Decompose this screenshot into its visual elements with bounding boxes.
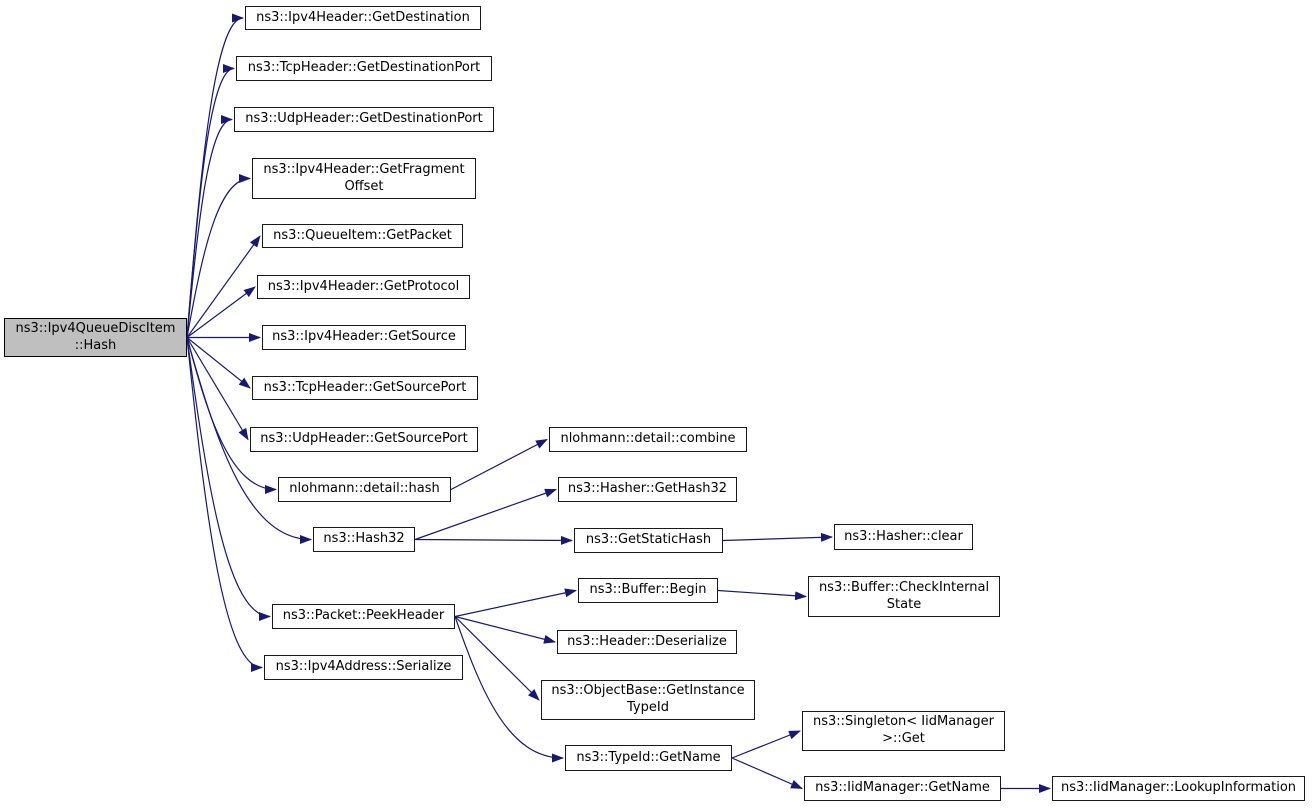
graph-node-label: ns3::UdpHeader::GetSourcePort	[260, 431, 468, 447]
edge-ipv4queuediscitem-hash-to-ipv4header-getdestination	[186, 13, 244, 338]
graph-node-queueitem-getpacket[interactable]: ns3::QueueItem::GetPacket	[262, 224, 463, 248]
edge-ipv4queuediscitem-hash-to-tcpheader-getsourceport	[186, 337, 251, 389]
graph-node-label: ns3::Hasher::clear	[844, 528, 963, 544]
edge-ipv4queuediscitem-hash-to-tcpheader-getdestinationport	[186, 64, 235, 338]
graph-node-label: ns3::Ipv4Header::GetSource	[272, 329, 456, 345]
graph-node-ipv4header-getsource[interactable]: ns3::Ipv4Header::GetSource	[262, 325, 466, 350]
graph-node-label: ns3::Ipv4Address::Serialize	[275, 659, 452, 675]
edge-typeid-getname-to-singleton-iidmanager-get	[731, 730, 801, 759]
graph-node-iidmanager-getname[interactable]: ns3::IidManager::GetName	[804, 776, 1001, 801]
edge-ipv4queuediscitem-hash-to-ipv4address-serialize	[186, 337, 263, 672]
graph-node-label: ns3::IidManager::LookupInformation	[1060, 780, 1297, 796]
graph-node-hasher-clear[interactable]: ns3::Hasher::clear	[834, 524, 973, 550]
graph-node-ipv4header-getdestination[interactable]: ns3::Ipv4Header::GetDestination	[245, 6, 481, 30]
graph-node-ipv4header-getprotocol[interactable]: ns3::Ipv4Header::GetProtocol	[257, 275, 470, 299]
graph-node-label: ns3::TcpHeader::GetSourcePort	[263, 379, 467, 395]
edge-packet-peekheader-to-buffer-begin	[454, 588, 577, 618]
graph-node-singleton-iidmanager-get[interactable]: ns3::Singleton< IidManager >::Get	[802, 711, 1005, 751]
graph-node-ipv4header-getfragmentoffset[interactable]: ns3::Ipv4Header::GetFragment Offset	[252, 158, 476, 199]
graph-node-label: ns3::QueueItem::GetPacket	[273, 227, 452, 243]
edge-packet-peekheader-to-typeid-getname	[454, 616, 564, 763]
graph-node-tcpheader-getdestinationport[interactable]: ns3::TcpHeader::GetDestinationPort	[236, 56, 492, 81]
edge-ipv4queuediscitem-hash-to-queueitem-getpacket	[186, 235, 261, 338]
edge-nlohmann-detail-hash-to-nlohmann-detail-combine	[450, 438, 548, 491]
edge-buffer-begin-to-buffer-checkinternalstate	[717, 589, 807, 601]
edge-ipv4queuediscitem-hash-to-udpheader-getsourceport	[186, 337, 249, 441]
graph-node-tcpheader-getsourceport[interactable]: ns3::TcpHeader::GetSourcePort	[252, 376, 478, 400]
graph-node-iidmanager-lookupinformation[interactable]: ns3::IidManager::LookupInformation	[1052, 776, 1305, 801]
edge-ipv4queuediscitem-hash-to-packet-peekheader	[186, 337, 271, 621]
graph-node-nlohmann-detail-hash[interactable]: nlohmann::detail::hash	[278, 477, 451, 502]
graph-node-nlohmann-detail-combine[interactable]: nlohmann::detail::combine	[549, 427, 747, 452]
graph-node-label: ns3::Singleton< IidManager >::Get	[812, 714, 994, 746]
graph-node-label: ns3::GetStaticHash	[585, 532, 712, 548]
edge-ipv4queuediscitem-hash-to-ipv4header-getfragmentoffset	[186, 174, 251, 338]
edge-hash32-to-hasher-gethash32	[414, 488, 557, 541]
edge-packet-peekheader-to-header-deserialize	[454, 615, 556, 644]
graph-node-label: ns3::TypeId::GetName	[576, 749, 721, 765]
edge-getstatichash-to-hasher-clear	[722, 532, 833, 542]
edge-ipv4queuediscitem-hash-to-udpheader-getdestinationport	[186, 115, 233, 338]
graph-node-label: ns3::Buffer::Begin	[589, 582, 707, 598]
graph-node-label: ns3::ObjectBase::GetInstance TypeId	[551, 683, 745, 715]
graph-node-label: ns3::Hasher::GetHash32	[567, 481, 728, 497]
graph-node-label: ns3::Header::Deserialize	[567, 633, 727, 649]
graph-node-label: ns3::Ipv4QueueDiscItem ::Hash	[15, 320, 176, 353]
graph-node-buffer-begin[interactable]: ns3::Buffer::Begin	[578, 578, 718, 603]
graph-node-label: ns3::UdpHeader::GetDestinationPort	[245, 111, 483, 127]
graph-node-header-deserialize[interactable]: ns3::Header::Deserialize	[557, 630, 737, 654]
graph-node-packet-peekheader[interactable]: ns3::Packet::PeekHeader	[272, 604, 455, 629]
graph-node-buffer-checkinternalstate[interactable]: ns3::Buffer::CheckInternal State	[808, 576, 1000, 617]
graph-node-hasher-gethash32[interactable]: ns3::Hasher::GetHash32	[558, 477, 737, 502]
graph-node-label: nlohmann::detail::hash	[289, 481, 440, 497]
graph-node-ipv4address-serialize[interactable]: ns3::Ipv4Address::Serialize	[264, 655, 463, 680]
graph-node-label: ns3::Ipv4Header::GetFragment Offset	[263, 161, 465, 194]
edge-ipv4queuediscitem-hash-to-hash32	[186, 337, 312, 544]
graph-node-typeid-getname[interactable]: ns3::TypeId::GetName	[565, 745, 732, 771]
graph-node-label: ns3::Packet::PeekHeader	[282, 608, 445, 624]
graph-node-label: ns3::Buffer::CheckInternal State	[818, 579, 990, 612]
graph-node-udpheader-getdestinationport[interactable]: ns3::UdpHeader::GetDestinationPort	[234, 107, 494, 132]
edge-hash32-to-getstatichash	[414, 535, 573, 545]
graph-node-label: ns3::Ipv4Header::GetProtocol	[267, 278, 460, 294]
edge-typeid-getname-to-iidmanager-getname	[731, 757, 803, 790]
graph-node-getstatichash[interactable]: ns3::GetStaticHash	[574, 528, 723, 553]
graph-node-label: ns3::IidManager::GetName	[815, 780, 990, 796]
graph-node-label: ns3::TcpHeader::GetDestinationPort	[247, 60, 481, 76]
edge-ipv4queuediscitem-hash-to-ipv4header-getprotocol	[186, 286, 256, 338]
graph-node-label: nlohmann::detail::combine	[560, 431, 736, 447]
edge-packet-peekheader-to-objectbase-getinstancetypeid	[454, 616, 540, 701]
graph-node-hash32[interactable]: ns3::Hash32	[313, 527, 415, 552]
graph-node-label: ns3::Ipv4Header::GetDestination	[256, 9, 470, 25]
graph-node-objectbase-getinstancetypeid[interactable]: ns3::ObjectBase::GetInstance TypeId	[541, 680, 755, 720]
graph-node-label: ns3::Hash32	[323, 531, 405, 547]
graph-node-udpheader-getsourceport[interactable]: ns3::UdpHeader::GetSourcePort	[250, 427, 478, 452]
graph-node-ipv4queuediscitem-hash[interactable]: ns3::Ipv4QueueDiscItem ::Hash	[4, 318, 187, 357]
